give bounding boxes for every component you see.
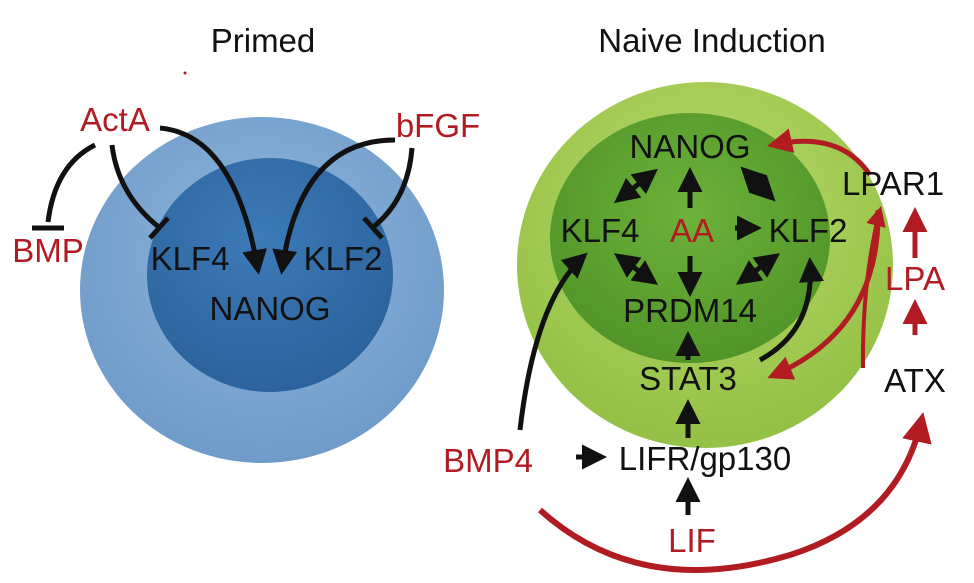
- arrow-lpar1-to-nanog: [767, 128, 873, 177]
- primed-panel: Primed ActA bFGF BMP KLF4 KLF2 NANOG: [12, 22, 480, 463]
- arrow-to-lpar1: [860, 206, 886, 369]
- arrow-stat3-to-klf2: [758, 257, 824, 363]
- factor-acta: ActA: [80, 101, 150, 138]
- inhibit-bar-klf4: [148, 216, 170, 240]
- arrow-lif-to-atx: [537, 412, 932, 573]
- factor-lif: LIF: [668, 522, 716, 559]
- arrow-prdm14-klf2: [735, 253, 781, 285]
- naive-panel: Naive Induction NANOG KLF4 AA KLF2 PRDM1…: [443, 22, 946, 573]
- primed-cell-nucleus: [147, 158, 393, 392]
- arrow-nanog-klf2: [740, 166, 776, 202]
- arrow-klf4-prdm14: [613, 253, 659, 285]
- naive-title: Naive Induction: [598, 22, 825, 59]
- gene-prdm14: PRDM14: [623, 292, 757, 329]
- inhibit-acta-to-bmp: [45, 142, 97, 223]
- gene-nanog-primed: NANOG: [209, 290, 330, 327]
- factor-bmp4: BMP4: [443, 442, 533, 479]
- arrow-klf4-nanog: [614, 168, 658, 204]
- molecule-lpa: LPA: [885, 260, 945, 297]
- gene-klf2-naive: KLF2: [769, 212, 848, 249]
- enzyme-atx: ATX: [884, 362, 946, 399]
- arrow-bfgf-to-nanog: [272, 137, 396, 275]
- molecule-aa: AA: [670, 212, 714, 249]
- inhibit-acta-to-klf4: [109, 144, 162, 230]
- inhibit-bfgf-to-klf2: [370, 147, 415, 230]
- arrow-lpar1-to-stat3: [767, 209, 881, 380]
- gene-stat3: STAT3: [639, 360, 737, 397]
- arrow-bmp4-to-klf4: [517, 252, 588, 431]
- factor-bfgf: bFGF: [396, 107, 480, 144]
- gene-klf4-naive: KLF4: [561, 212, 640, 249]
- factor-bmp: BMP: [12, 232, 84, 269]
- primed-title: Primed: [211, 22, 316, 59]
- receptor-lpar1: LPAR1: [842, 165, 944, 202]
- gene-klf2-primed: KLF2: [304, 240, 383, 277]
- receptor-lifr-gp130: LIFR/gp130: [619, 440, 791, 477]
- stray-dot: [183, 71, 187, 75]
- arrow-acta-to-nanog: [159, 125, 267, 275]
- gene-nanog-naive: NANOG: [629, 128, 750, 165]
- gene-klf4-primed: KLF4: [151, 240, 230, 277]
- inhibit-bar-klf2: [362, 216, 384, 240]
